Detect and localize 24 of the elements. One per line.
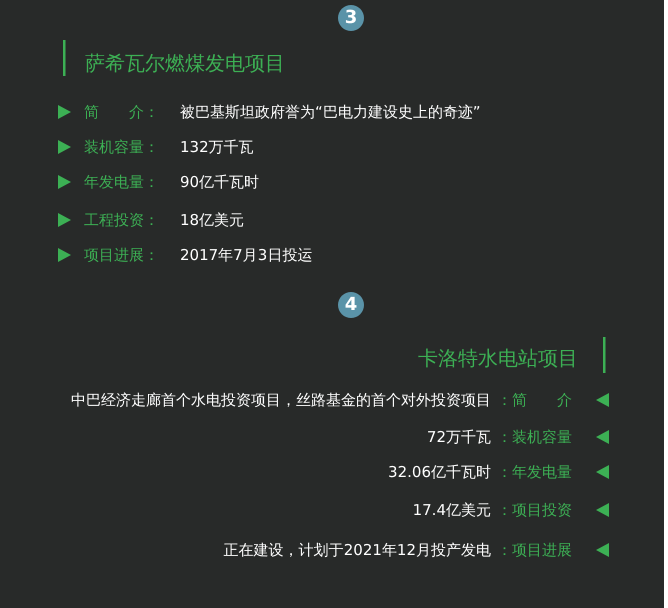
field-value: 中巴经济走廊首个水电投资项目，丝路基金的首个对外投资项目: [71, 390, 491, 410]
field-label: 装机容量：: [84, 137, 159, 157]
field-value: 32.06亿千瓦时: [388, 462, 491, 482]
number-circle: 4: [338, 292, 364, 318]
field-value: 72万千瓦: [426, 427, 491, 447]
field-label: ：年发电量: [497, 462, 572, 482]
field-label: 年发电量：: [84, 172, 159, 192]
field-label: ：简 介: [497, 390, 572, 410]
field-label: ：项目进展: [497, 540, 572, 560]
field-value: 18亿美元: [180, 210, 244, 230]
field-label: 简 介：: [84, 102, 159, 122]
section-heading: 卡洛特水电站项目: [418, 345, 578, 371]
field-label: 项目进展：: [84, 245, 159, 265]
field-label: ：项目投资: [497, 500, 572, 520]
field-label: ：装机容量: [497, 427, 572, 447]
field-value: 2017年7月3日投运: [180, 245, 312, 265]
section-heading: 萨希瓦尔燃煤发电项目: [85, 50, 285, 76]
number-circle: 3: [338, 5, 364, 31]
field-value: 17.4亿美元: [412, 500, 491, 520]
field-value: 132万千瓦: [180, 137, 254, 157]
field-value: 被巴基斯坦政府誉为“巴电力建设史上的奇迹”: [180, 102, 481, 122]
field-value: 90亿千瓦时: [180, 172, 260, 192]
field-label: 工程投资：: [84, 210, 159, 230]
field-value: 正在建设，计划于2021年12月投产发电: [224, 540, 491, 560]
